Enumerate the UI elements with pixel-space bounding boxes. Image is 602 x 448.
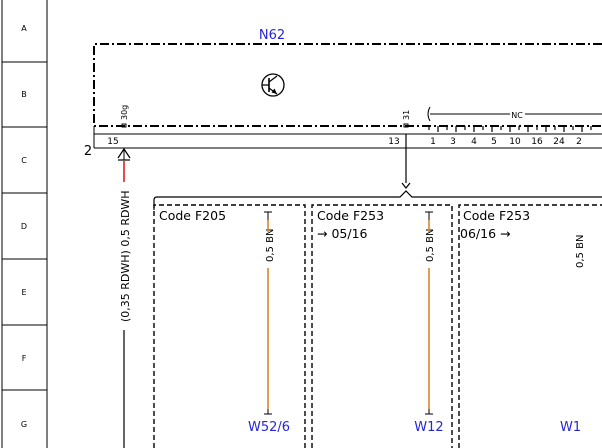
nc-connector: NC 1 3 4 5 10 16 24 2 xyxy=(427,106,602,147)
main-wire-label: (0,35 RDWH) 0,5 RDWH xyxy=(119,190,132,322)
branch-range: 06/16 → xyxy=(460,226,510,241)
nc-pin-1: 1 xyxy=(430,137,436,147)
branch-code: Code F253 xyxy=(463,208,530,223)
pin-31-tag: 31 xyxy=(402,110,411,120)
nc-pin-5: 5 xyxy=(491,137,497,147)
module-n62: N62 30g 15 31 13 NC 1 3 xyxy=(93,28,602,149)
branch-wire-label: 0,5 BN xyxy=(425,229,436,262)
row-label-g: G xyxy=(21,420,27,429)
nc-pin-16: 16 xyxy=(531,137,543,147)
branch-code: Code F205 xyxy=(159,208,226,223)
nc-pin-3: 3 xyxy=(450,137,456,147)
pin-30g-tag: 30g xyxy=(120,105,129,120)
branch-bus xyxy=(153,190,602,210)
branch-f253-late: Code F253 06/16 → 0,5 BN W1 xyxy=(458,204,602,448)
nc-pin-24: 24 xyxy=(553,137,565,147)
nc-pin-4: 4 xyxy=(471,137,477,147)
nc-pin-2: 2 xyxy=(576,137,582,147)
target-label[interactable]: W12 xyxy=(414,420,443,435)
row-label-b: B xyxy=(21,90,27,99)
nc-label: NC xyxy=(511,111,523,120)
branch-code: Code F253 xyxy=(317,208,384,223)
branch-wire-label: 0,5 BN xyxy=(575,235,586,268)
transistor-icon xyxy=(261,73,285,97)
target-label[interactable]: W52/6 xyxy=(248,420,290,435)
junction-label: 2 xyxy=(84,144,92,159)
branch-f253-early: Code F253 → 05/16 0,5 BN W12 xyxy=(311,204,453,448)
module-name: N62 xyxy=(259,28,285,43)
branch-f205: Code F205 0,5 BN W52/6 xyxy=(153,204,306,448)
row-label-c: C xyxy=(21,156,27,165)
pin-15-label: 15 xyxy=(107,137,118,147)
main-wire: (0,35 RDWH) 0,5 RDWH xyxy=(117,147,132,448)
ground-wire xyxy=(401,134,411,189)
branch-wire-label: 0,5 BN xyxy=(265,229,276,262)
row-ruler: A B C D E F G xyxy=(1,0,48,448)
branch-range: → 05/16 xyxy=(317,226,368,241)
row-label-f: F xyxy=(22,354,27,363)
row-label-d: D xyxy=(21,222,27,231)
row-label-e: E xyxy=(21,288,26,297)
nc-pin-10: 10 xyxy=(509,137,521,147)
pin-13-label: 13 xyxy=(388,137,399,147)
target-label[interactable]: W1 xyxy=(560,420,581,435)
row-label-a: A xyxy=(21,24,27,33)
